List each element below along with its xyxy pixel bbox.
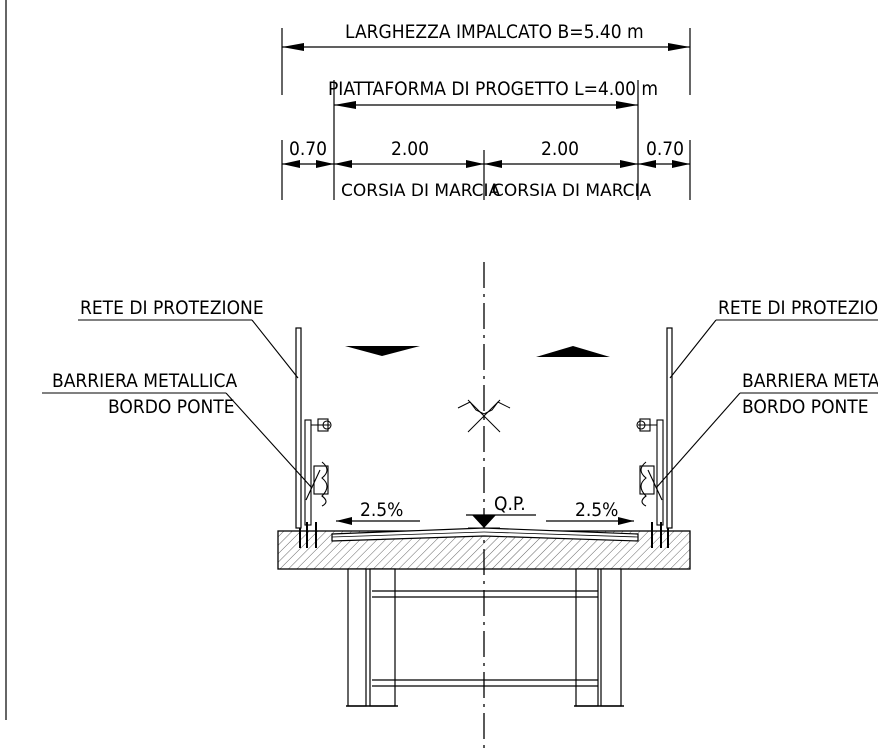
left-lane-label: CORSIA DI MARCIA [341, 181, 501, 201]
project-level-marker: Q.P. [466, 493, 536, 529]
traffic-direction-right-icon [536, 346, 610, 357]
steel-girders [346, 568, 624, 707]
crossing-symbol-icon [457, 399, 511, 433]
left-barrier-callout: BARRIERA METALLICA BORDO PONTE [42, 370, 313, 489]
project-level-label: Q.P. [494, 493, 526, 515]
right-net-callout: RETE DI PROTEZION [669, 297, 878, 379]
right-slope-value: 2.5% [575, 499, 618, 521]
platform-width-label: PIATTAFORMA DI PROGETTO L=4.00 m [328, 78, 658, 100]
left-net-label: RETE DI PROTEZIONE [80, 297, 264, 319]
right-metal-barrier [636, 418, 664, 526]
dimension-chain-lanes: 0.70 2.00 2.00 0.70 CORSIA DI MARCIA COR… [281, 138, 691, 201]
right-barrier-label-line1: BARRIERA METALL [742, 370, 878, 392]
left-protection-net [295, 327, 302, 529]
deck-slab [277, 522, 691, 570]
total-width-label: LARGHEZZA IMPALCATO B=5.40 m [345, 21, 644, 43]
dimension-platform-width: PIATTAFORMA DI PROGETTO L=4.00 m [328, 78, 658, 200]
left-lane-width: 2.00 [391, 138, 429, 160]
left-edge-width: 0.70 [289, 138, 327, 160]
right-net-label: RETE DI PROTEZION [718, 297, 878, 319]
right-barrier-label-line2: BORDO PONTE [742, 396, 869, 418]
right-lane-width: 2.00 [541, 138, 579, 160]
left-slope-indicator: 2.5% [336, 499, 420, 525]
left-slope-value: 2.5% [360, 499, 403, 521]
right-protection-net [666, 327, 673, 529]
right-edge-width: 0.70 [646, 138, 684, 160]
left-barrier-label-line2: BORDO PONTE [108, 396, 235, 418]
dimension-total-width: LARGHEZZA IMPALCATO B=5.40 m [281, 21, 691, 95]
left-metal-barrier [304, 418, 332, 526]
left-net-callout: RETE DI PROTEZIONE [78, 297, 299, 379]
right-lane-label: CORSIA DI MARCIA [492, 181, 652, 201]
traffic-direction-left-icon [345, 346, 420, 356]
right-slope-indicator: 2.5% [546, 499, 634, 525]
right-barrier-callout: BARRIERA METALL BORDO PONTE [655, 370, 878, 489]
left-barrier-label-line1: BARRIERA METALLICA [52, 370, 237, 392]
